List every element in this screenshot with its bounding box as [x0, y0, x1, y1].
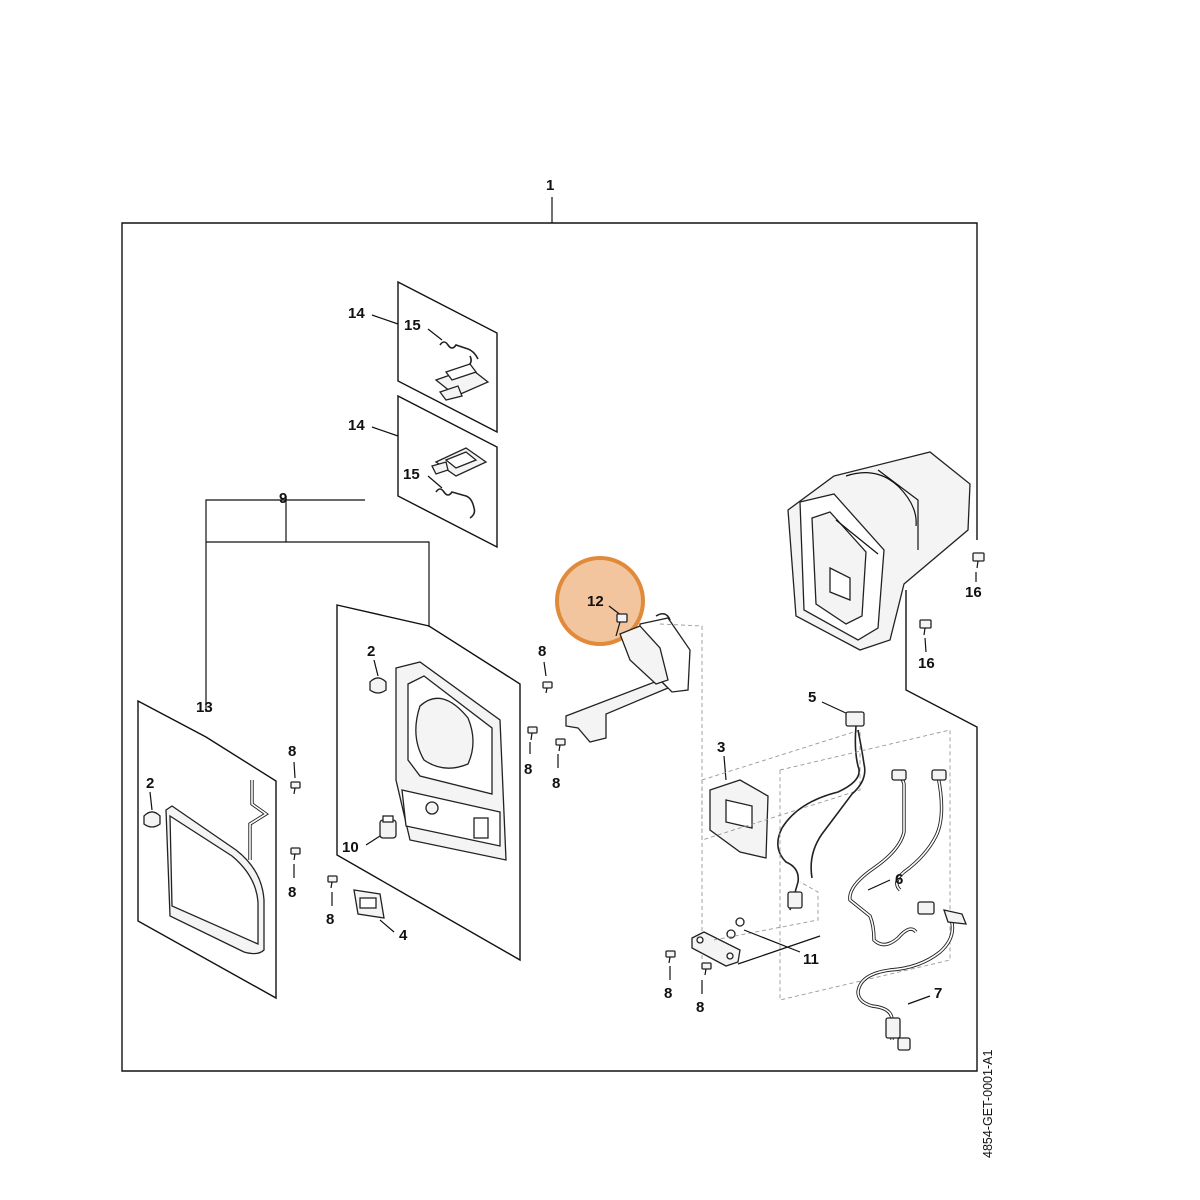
callout-8-plate-top[interactable]: 8	[538, 643, 546, 660]
callout-7[interactable]: 7	[934, 985, 942, 1002]
callout-11[interactable]: 11	[803, 951, 819, 968]
main-housing	[787, 451, 971, 651]
part-3-block: 3	[701, 729, 861, 859]
callout-8-left-bottom[interactable]: 8	[288, 884, 296, 901]
callout-8-plate-left[interactable]: 8	[524, 761, 532, 778]
latch-part-icon	[431, 447, 488, 477]
screw-icon	[327, 875, 338, 889]
screw-icon	[542, 681, 553, 694]
part-12-highlight[interactable]: 12	[555, 556, 645, 646]
screw-icon	[701, 962, 712, 976]
callout-15-bottom[interactable]: 15	[403, 466, 420, 483]
wire-6: 6	[779, 729, 951, 1001]
callout-4[interactable]: 4	[399, 927, 408, 944]
cover-panel	[165, 805, 265, 955]
subassembly-box-14-bottom: 14 15	[348, 394, 498, 549]
callout-16-top[interactable]: 16	[965, 584, 982, 601]
screw-icon	[290, 847, 301, 861]
housing-box: 2 10 4	[336, 604, 521, 962]
callout-8-housing[interactable]: 8	[326, 911, 334, 928]
control-housing	[395, 661, 507, 861]
callout-3[interactable]: 3	[717, 739, 725, 756]
spring-icon	[435, 488, 476, 519]
spring-icon	[248, 780, 270, 860]
subassembly-box-14-top: 14 15	[348, 280, 498, 434]
switch-icon	[353, 889, 385, 919]
part-11-bracket: 11	[691, 881, 821, 968]
callout-12[interactable]: 12	[587, 593, 604, 610]
screw-icon	[972, 552, 985, 569]
callout-8-bottom-right[interactable]: 8	[696, 999, 704, 1016]
callout-2-cover[interactable]: 2	[146, 775, 154, 792]
screw-icon	[555, 738, 566, 752]
callout-10[interactable]: 10	[342, 839, 359, 856]
callout-14-bottom[interactable]: 14	[348, 417, 365, 434]
bracket-9: 9	[205, 490, 430, 712]
callout-16-bottom[interactable]: 16	[918, 655, 935, 672]
screw-icon	[290, 781, 301, 795]
callout-14-top[interactable]: 14	[348, 305, 365, 322]
clip-icon	[143, 811, 161, 828]
screw-icon	[919, 619, 932, 636]
callout-5[interactable]: 5	[808, 689, 816, 706]
figure-code: 4854-GET-0001-A1	[981, 1050, 995, 1158]
knob-icon	[379, 815, 397, 839]
callout-15-top[interactable]: 15	[404, 317, 421, 334]
callout-13[interactable]: 13	[196, 699, 213, 716]
spring-icon	[439, 341, 479, 367]
latch-part-icon	[434, 363, 490, 401]
assembly-frame: 1	[121, 177, 978, 1072]
callout-9[interactable]: 9	[279, 490, 287, 507]
callout-8-bottom-left[interactable]: 8	[664, 985, 672, 1002]
callout-1[interactable]: 1	[546, 177, 554, 194]
clip-icon	[369, 677, 387, 694]
callout-8-left-top[interactable]: 8	[288, 743, 296, 760]
callout-8-plate-right[interactable]: 8	[552, 775, 560, 792]
callout-2-housing[interactable]: 2	[367, 643, 375, 660]
wire-7: 7	[856, 909, 968, 1051]
screw-icon	[665, 950, 676, 964]
wiring-harness-5: 5	[777, 689, 866, 911]
small-screw-icon	[615, 613, 628, 637]
screw-icon	[527, 726, 538, 741]
subassembly-box-13: 13 2	[137, 699, 277, 1000]
mounting-plate	[565, 612, 703, 960]
callout-6[interactable]: 6	[895, 871, 903, 888]
